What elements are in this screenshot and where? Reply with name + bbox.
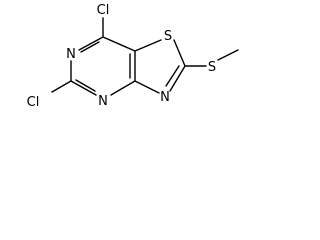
structure-diagram: Cl Cl N N N S S: [27, 3, 239, 110]
bond-c5-cl: [51, 80, 72, 93]
atom-n-thiazole: N: [160, 90, 170, 105]
bond-c7-n6: [78, 36, 104, 51]
bond-n3-c2-double: [165, 65, 180, 87]
bond-c5-n4: [70, 80, 97, 96]
bond-c7a-s1: [134, 39, 162, 52]
atom-cl-top: Cl: [97, 3, 110, 18]
bond-c7-n6-double: [80, 41, 100, 53]
atom-s-methyl: S: [208, 60, 216, 75]
bond-s-ch3: [217, 49, 239, 61]
atom-n-bottom: N: [98, 94, 108, 109]
bond-n4-c3a: [110, 80, 136, 96]
atom-labels: Cl Cl N N N S S: [27, 3, 216, 110]
atom-s-ring: S: [164, 29, 172, 44]
bond-c5-n4-double: [75, 79, 96, 92]
atom-n-left: N: [66, 47, 76, 62]
atom-cl-left: Cl: [27, 95, 40, 110]
bond-s1-c2: [173, 39, 186, 67]
bond-c7a-c7: [102, 36, 136, 52]
bond-n3-c2: [169, 65, 186, 92]
bond-c3a-n3: [134, 80, 160, 94]
bonds: [51, 17, 239, 96]
